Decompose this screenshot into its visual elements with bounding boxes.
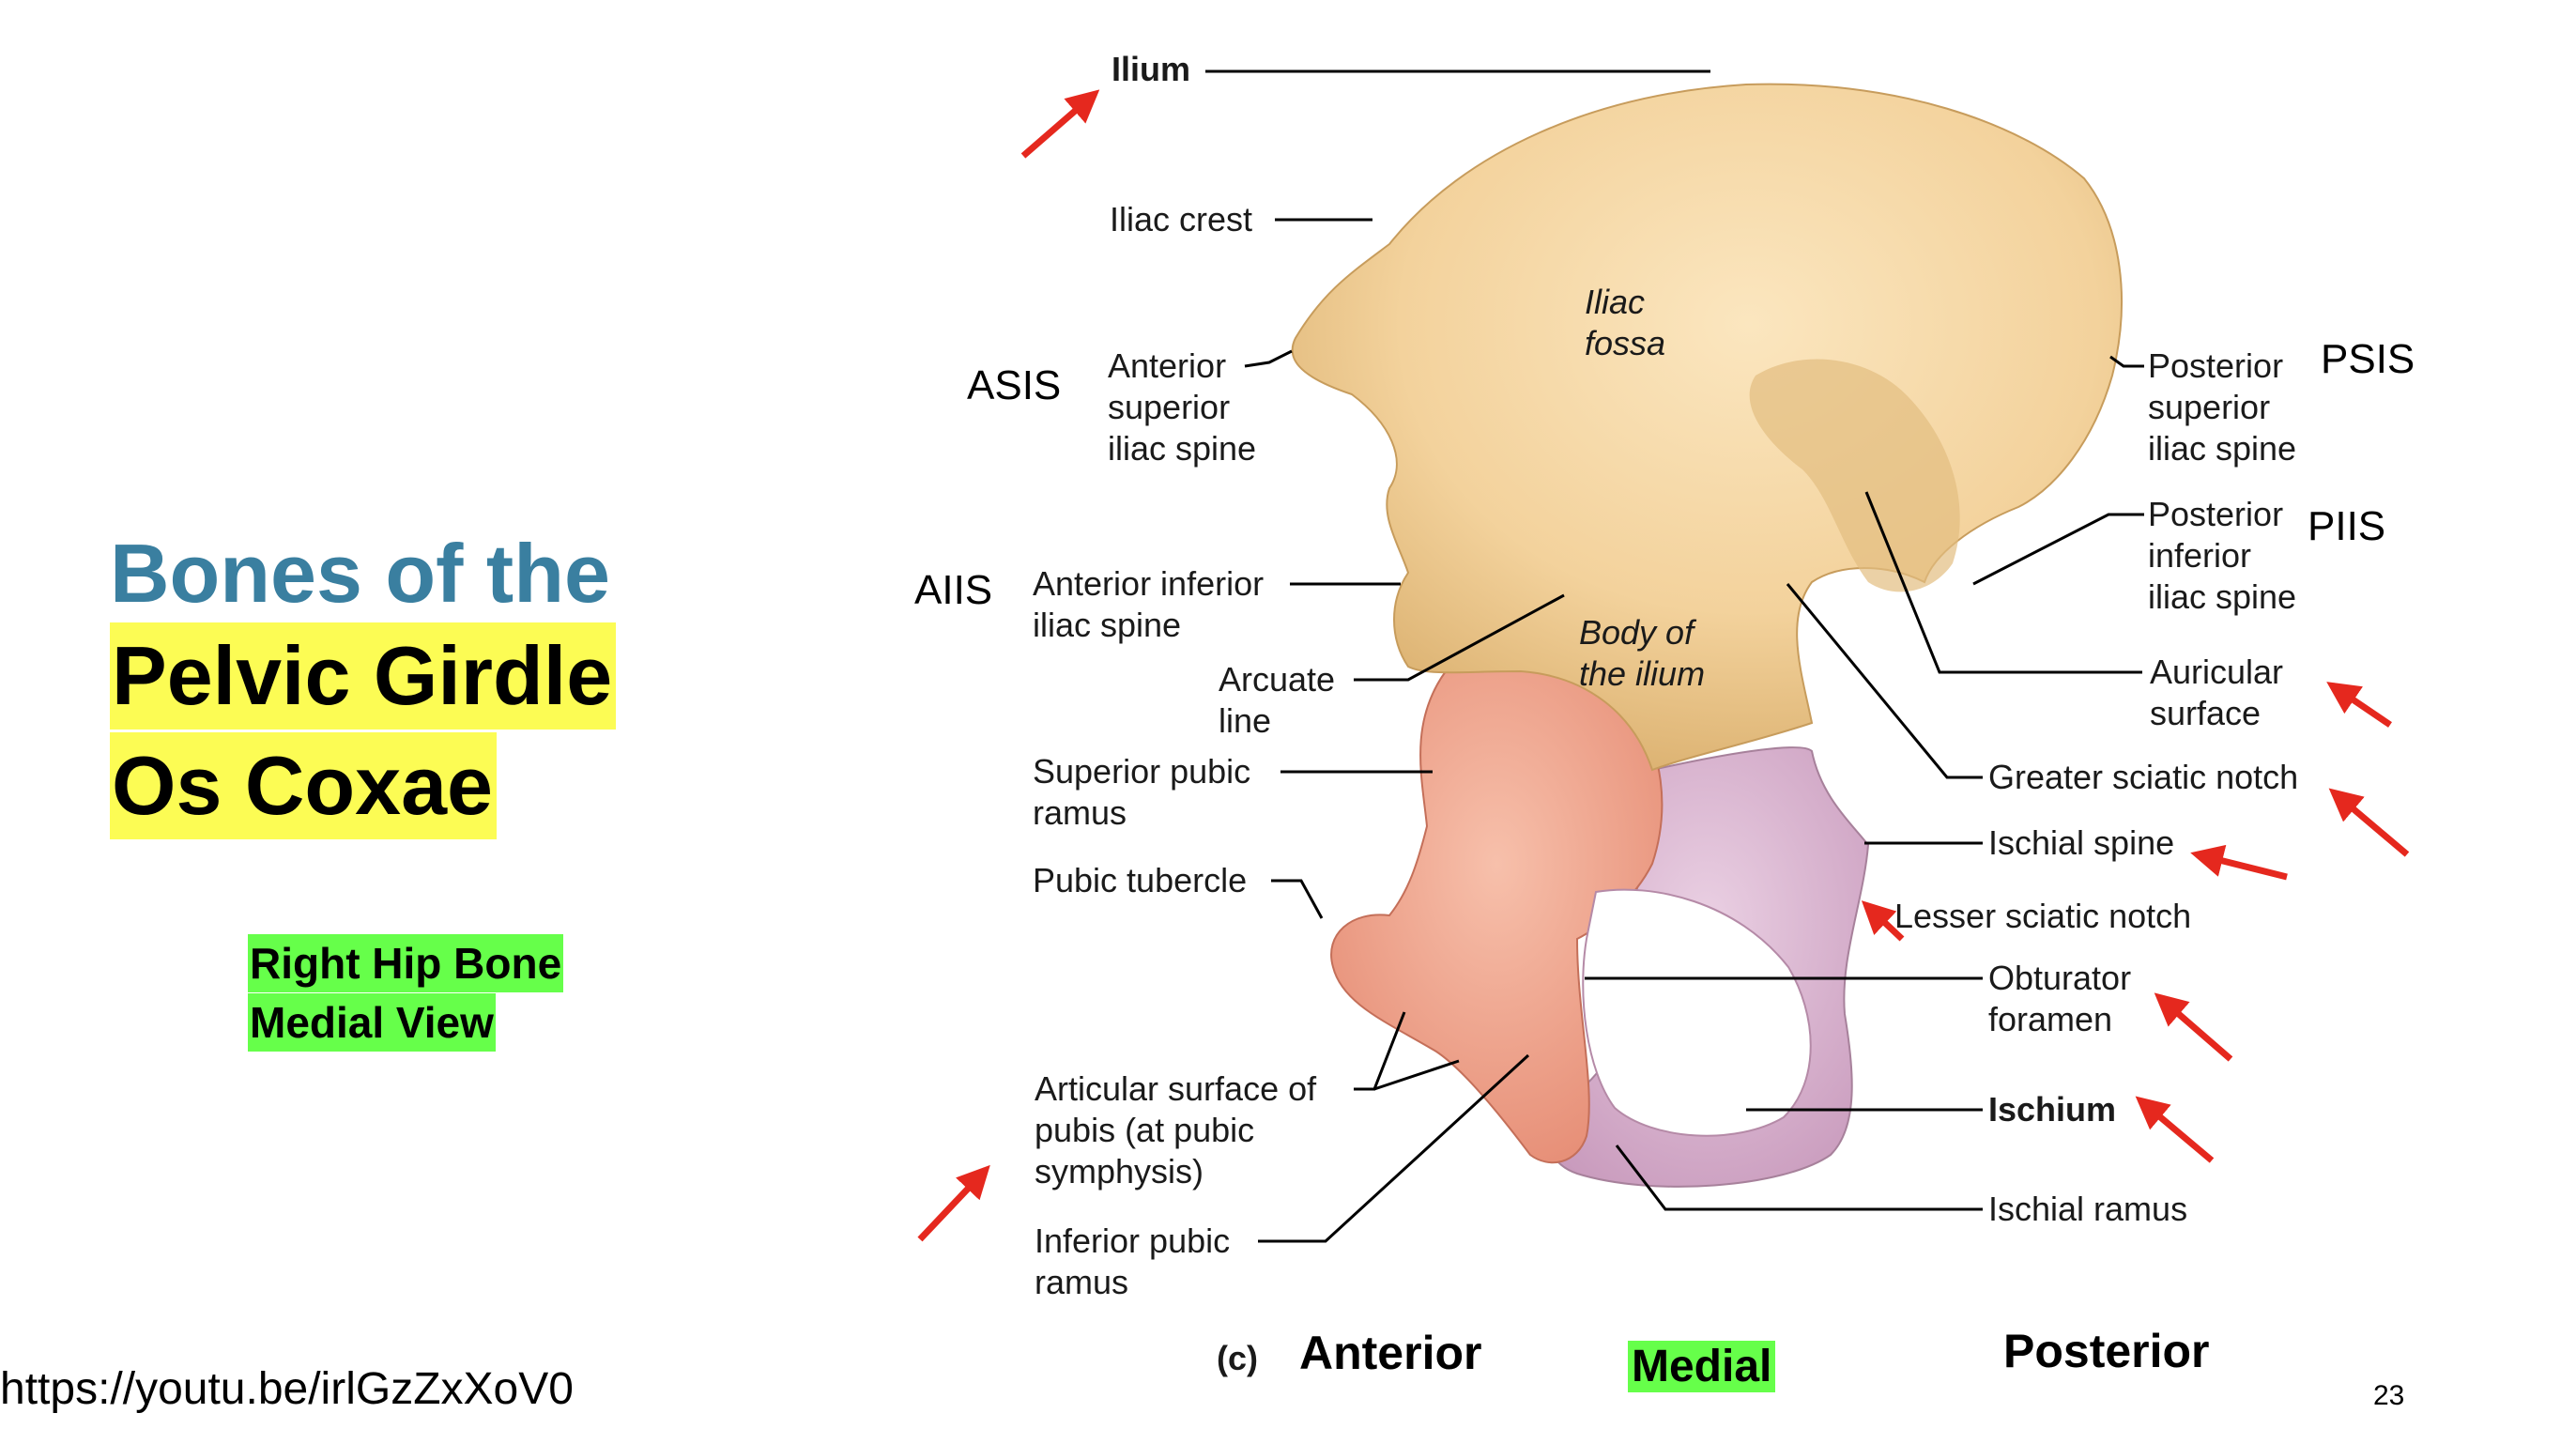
label-asis-2: superior <box>1108 388 1231 426</box>
label-asis-1: Anterior <box>1108 346 1227 385</box>
label-pubic-tubercle: Pubic tubercle <box>1033 861 1248 899</box>
auricular-surface-shape <box>1749 359 1960 592</box>
label-articular-2: pubis (at pubic <box>1035 1111 1255 1149</box>
label-piis-3: iliac spine <box>2148 577 2297 616</box>
label-obturator-1: Obturator <box>1988 959 2132 997</box>
label-ilium: Ilium <box>1112 50 1191 88</box>
label-arcuate-2: line <box>1219 701 1272 740</box>
panel-letter: (c) <box>1217 1339 1258 1377</box>
obturator-foramen-shape <box>1582 888 1812 1137</box>
label-psis-3: iliac spine <box>2148 429 2297 468</box>
label-ischium: Ischium <box>1988 1090 2117 1129</box>
label-body-ilium-2: the ilium <box>1579 654 1706 693</box>
label-articular-1: Articular surface of <box>1035 1069 1317 1108</box>
label-ischial-ramus: Ischial ramus <box>1988 1190 2188 1228</box>
label-aiis-1: Anterior inferior <box>1033 564 1265 603</box>
direction-posterior: Posterior <box>2003 1325 2210 1377</box>
label-piis-1: Posterior <box>2148 495 2284 533</box>
label-inferior-pubic-2: ramus <box>1035 1263 1129 1301</box>
red-arrows <box>917 89 2410 1242</box>
label-greater-sciatic-notch: Greater sciatic notch <box>1988 758 2299 796</box>
label-lesser-sciatic-notch: Lesser sciatic notch <box>1894 897 2192 935</box>
label-psis-2: superior <box>2148 388 2271 426</box>
label-superior-pubic-1: Superior pubic <box>1033 752 1251 791</box>
label-arcuate-1: Arcuate <box>1219 660 1336 699</box>
direction-medial: Medial <box>1628 1341 1776 1392</box>
ilium-region <box>1291 83 2123 772</box>
leader-lines <box>1205 69 2144 1243</box>
subtitle-line-1: Right Hip Bone <box>248 934 564 992</box>
label-superior-pubic-2: ramus <box>1033 793 1127 832</box>
abbr-psis: PSIS <box>2321 336 2415 382</box>
label-ischial-spine: Ischial spine <box>1988 823 2175 862</box>
label-auricular-1: Auricular <box>2150 653 2284 691</box>
label-piis-2: inferior <box>2148 536 2252 575</box>
source-link[interactable]: https://youtu.be/irlGzZxXoV0 <box>0 1364 574 1414</box>
label-auricular-2: surface <box>2150 694 2262 732</box>
title-line-2: Pelvic Girdle <box>110 622 617 730</box>
label-iliac-fossa-2: fossa <box>1585 324 1666 362</box>
page-number: 23 <box>2373 1380 2405 1411</box>
label-iliac-fossa-1: Iliac <box>1585 283 1646 321</box>
label-body-ilium-1: Body of <box>1579 613 1694 652</box>
abbr-aiis: AIIS <box>914 567 993 613</box>
label-psis-1: Posterior <box>2148 346 2284 385</box>
label-articular-3: symphysis) <box>1035 1152 1204 1191</box>
title-line-1: Bones of the <box>110 527 610 620</box>
label-asis-3: iliac spine <box>1108 429 1257 468</box>
label-iliac-crest: Iliac crest <box>1110 200 1253 238</box>
title-line-3: Os Coxae <box>110 732 497 839</box>
direction-anterior: Anterior <box>1299 1327 1482 1379</box>
abbr-piis: PIIS <box>2308 503 2386 549</box>
subtitle-line-2: Medial View <box>248 993 496 1052</box>
label-inferior-pubic-1: Inferior pubic <box>1035 1221 1231 1260</box>
abbr-asis: ASIS <box>967 362 1062 408</box>
label-aiis-2: iliac spine <box>1033 606 1182 644</box>
label-obturator-2: foramen <box>1988 1000 2113 1038</box>
pubis-region <box>1330 665 1664 1164</box>
